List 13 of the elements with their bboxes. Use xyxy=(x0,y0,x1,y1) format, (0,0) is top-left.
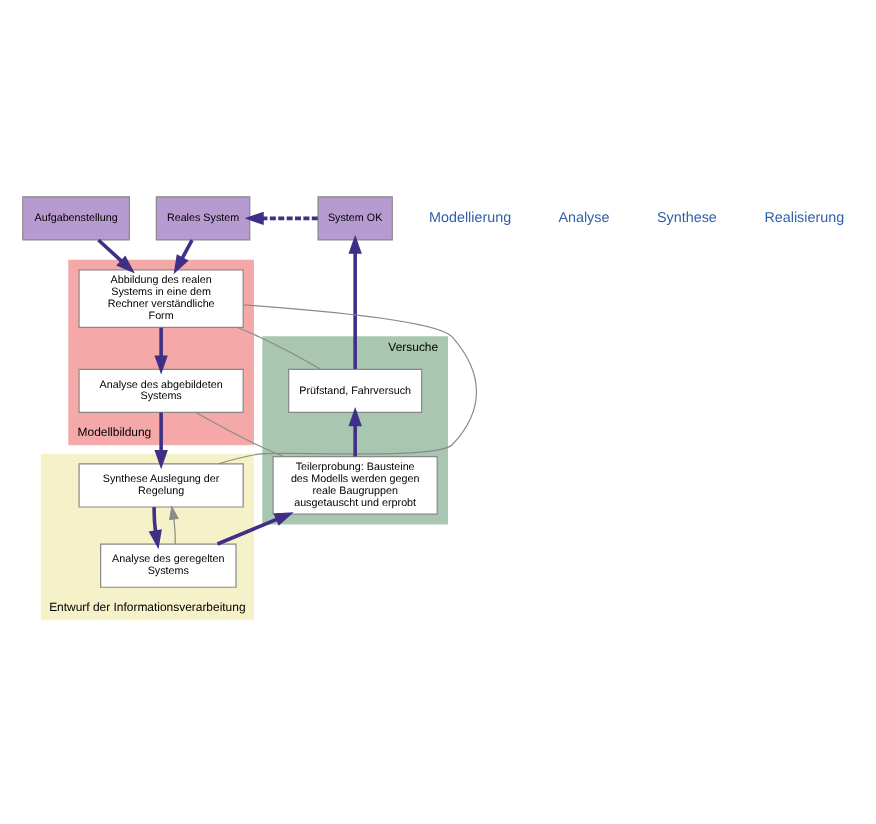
arrow xyxy=(215,511,293,545)
connector xyxy=(236,325,321,369)
arrow xyxy=(153,411,167,469)
arrow xyxy=(347,406,361,456)
arrow xyxy=(347,233,361,369)
connector xyxy=(216,303,477,464)
arrow xyxy=(243,210,317,225)
arrow xyxy=(172,238,193,274)
arrow xyxy=(168,504,178,544)
arrow xyxy=(153,326,167,374)
connector xyxy=(194,411,283,457)
arrow xyxy=(147,506,161,549)
arrow xyxy=(96,237,134,273)
